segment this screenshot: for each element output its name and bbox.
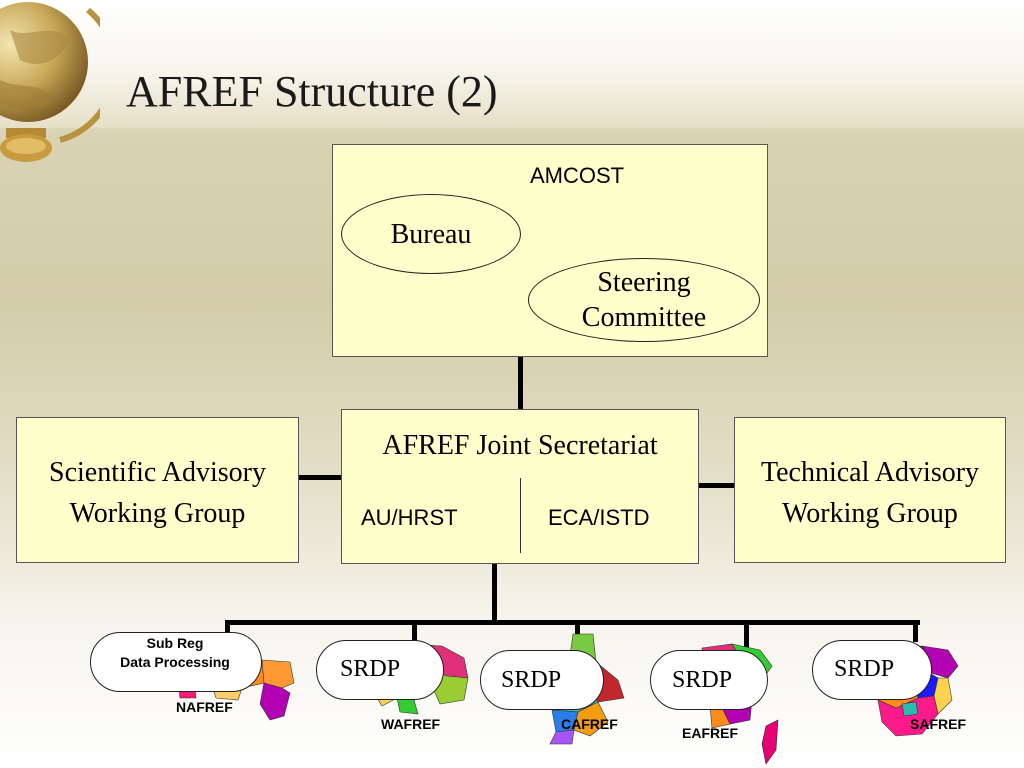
cafref-srdp-node <box>480 650 604 710</box>
connector-horizontal-bus <box>225 620 920 625</box>
sub-reg-line1: Sub Reg <box>146 635 204 651</box>
eafref-srdp-label: SRDP <box>672 667 733 693</box>
connector-drop-wafref <box>412 620 417 650</box>
scientific-advisory-label: Scientific Advisory Working Group <box>16 452 299 534</box>
connector-drop-nafref <box>225 620 230 642</box>
scientific-line1: Scientific Advisory <box>49 457 266 488</box>
steering-committee-ellipse: Steering Committee <box>528 258 760 342</box>
wafref-label: WAFREF <box>381 716 441 732</box>
steering-label-line2: Committee <box>581 302 707 333</box>
scientific-line2: Working Group <box>69 498 246 529</box>
bureau-ellipse: Bureau <box>341 194 521 274</box>
secretariat-divider <box>520 478 521 553</box>
cafref-label: CAFREF <box>561 716 618 732</box>
safref-srdp-node <box>812 640 932 700</box>
secretariat-left-label: AU/HRST <box>361 505 458 530</box>
sub-reg-label: Sub Reg Data Processing <box>100 634 250 672</box>
technical-advisory-box <box>734 417 1006 563</box>
header-band <box>0 0 1024 128</box>
connector-amcost-secretariat <box>518 357 523 409</box>
cafref-srdp-label: SRDP <box>501 667 562 693</box>
globe-icon <box>0 2 100 162</box>
technical-line1: Technical Advisory <box>760 457 980 488</box>
sub-reg-line2: Data Processing <box>120 654 230 670</box>
connector-secretariat-trunk <box>492 564 497 622</box>
page-title: AFREF Structure (2) <box>126 67 498 116</box>
connector-secretariat-technical <box>699 483 734 488</box>
secretariat-right-label: ECA/ISTD <box>548 505 650 530</box>
secretariat-title: AFREF Joint Secretariat <box>382 430 658 461</box>
eafref-label: EAFREF <box>682 725 738 741</box>
amcost-label: AMCOST <box>530 163 625 188</box>
eafref-srdp-node <box>650 650 768 710</box>
connector-drop-safref <box>913 620 918 642</box>
nafref-label: NAFREF <box>176 699 233 715</box>
connector-drop-eafref <box>744 620 749 652</box>
wafref-srdp-label: SRDP <box>340 656 401 682</box>
steering-label-line1: Steering <box>597 267 691 298</box>
scientific-advisory-box <box>16 417 299 563</box>
wafref-srdp-node <box>316 640 444 700</box>
technical-line2: Working Group <box>782 498 958 529</box>
safref-srdp-label: SRDP <box>834 656 895 682</box>
technical-advisory-label: Technical Advisory Working Group <box>734 452 1006 534</box>
safref-label: SAFREF <box>910 716 966 732</box>
sub-reg-data-processing-node <box>90 632 262 692</box>
connector-scientific-secretariat <box>299 475 341 480</box>
bureau-label: Bureau <box>390 218 472 250</box>
